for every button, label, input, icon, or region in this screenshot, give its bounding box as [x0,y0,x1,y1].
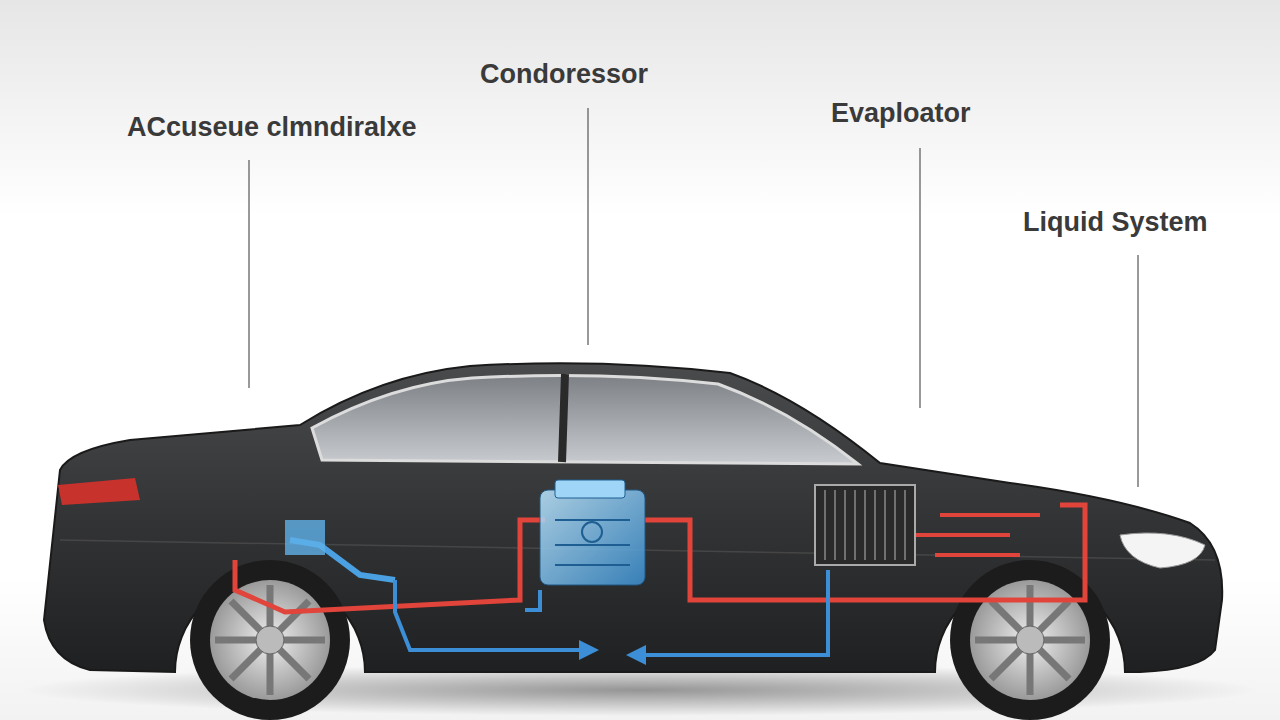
accumulator-part [285,520,325,555]
cold-pipe [525,590,540,610]
part-label: Evaploator [831,99,971,129]
leader-line [919,148,920,408]
rear-wheel [190,560,350,720]
head-light [1120,533,1205,568]
hot-pipe [915,515,1040,555]
window-pillar [562,374,565,462]
leader-line [1137,255,1138,487]
tail-light [58,478,140,505]
flow-arrow [395,580,595,650]
compressor-block [540,480,645,585]
part-label: ACcuseue clmndiralxe [127,113,417,143]
condenser-grid [815,485,915,565]
leader-line [587,108,588,345]
car-window [312,376,858,464]
part-label: Condoressor [480,60,648,90]
hot-pipe [235,520,545,612]
part-label: Liquid System [1023,208,1208,238]
leader-line [248,160,249,388]
flow-arrow [630,570,828,655]
